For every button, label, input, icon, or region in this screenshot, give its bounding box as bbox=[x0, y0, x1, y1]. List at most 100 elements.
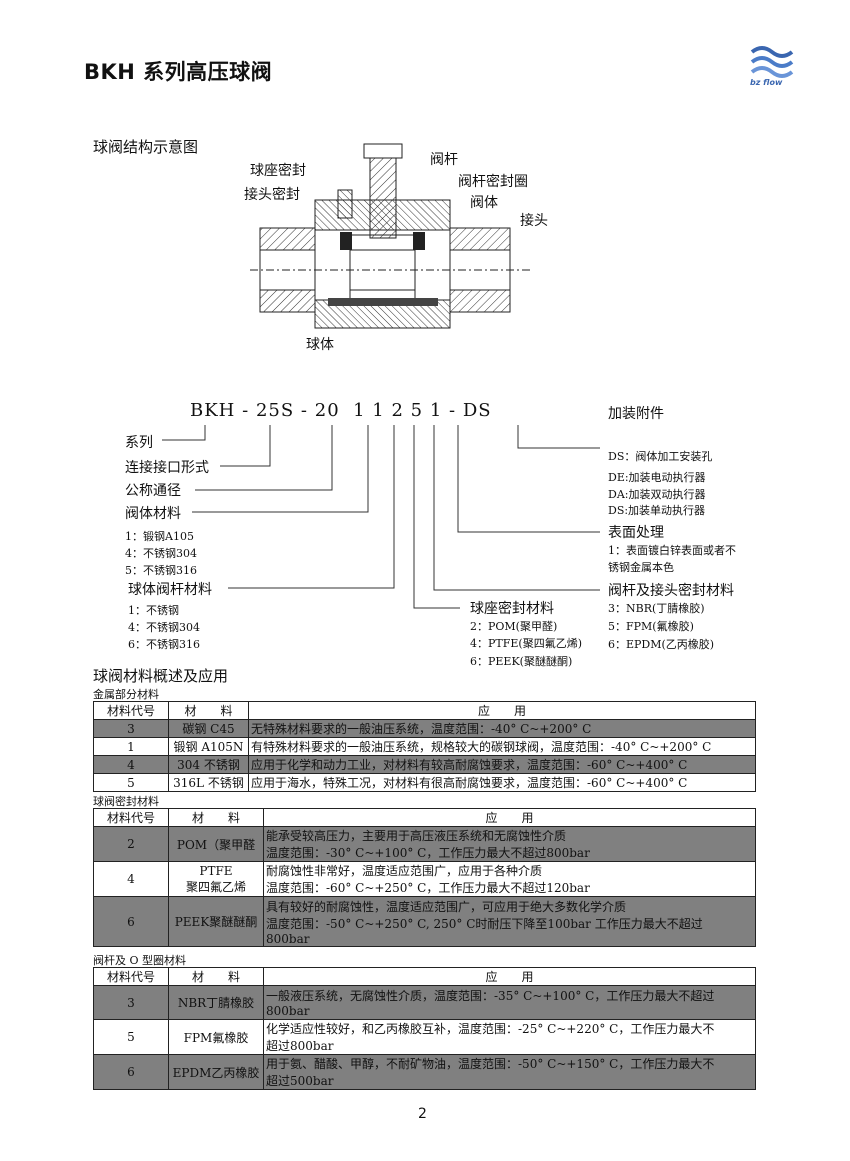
table-row: 5 316L 不锈钢 应用于海水，特殊工况，对材料有很高耐腐蚀要求，温度范围：-… bbox=[93, 773, 756, 792]
cell-material: EPDM乙丙橡胶 bbox=[168, 1054, 264, 1090]
app-line: 超过500bar bbox=[266, 1074, 334, 1088]
app-line: 耐腐蚀性非常好，温度适应范围广，应用于各种介质 bbox=[266, 864, 543, 878]
cell-application: 一般液压系统，无腐蚀性介质，温度范围：-35° C~+100° C，工作压力最大… bbox=[263, 985, 756, 1020]
code-part: 25S bbox=[255, 400, 295, 421]
header-material: 材 料 bbox=[168, 701, 249, 720]
label-body: 阀体 bbox=[470, 195, 498, 211]
code-part: 1 bbox=[353, 400, 366, 421]
cell-application: 有特殊材料要求的一般油压系统，规格较大的碳钢球阀，温度范围：-40° C~+20… bbox=[248, 737, 756, 756]
table-row: 3 碳钢 C45 无特殊材料要求的一般油压系统，温度范围：-40° C~+200… bbox=[93, 719, 756, 738]
cell-application: 化学适应性较好，和乙丙橡胶互补，温度范围：-25° C~+220° C，工作压力… bbox=[263, 1019, 756, 1055]
code-part: 5 bbox=[410, 400, 424, 421]
code-part: 20 bbox=[314, 400, 340, 421]
label-joint: 接头 bbox=[520, 213, 548, 229]
seat-materials-table: 材料代号 材 料 应 用 2 POM（聚甲醛 能承受较高压力，主要用于高压液压系… bbox=[93, 808, 756, 947]
cell-material: 316L 不锈钢 bbox=[168, 773, 249, 792]
accessory-option: DS：阀体加工安装孔 bbox=[608, 450, 713, 463]
app-line: 800bar bbox=[266, 931, 310, 946]
table-row: 2 POM（聚甲醛 能承受较高压力，主要用于高压液压系统和无腐蚀性介质 温度范围… bbox=[93, 826, 756, 862]
cell-code: 6 bbox=[93, 896, 169, 947]
cell-code: 3 bbox=[93, 985, 169, 1020]
table-row: 6 PEEK聚醚醚酮 具有较好的耐腐蚀性，温度适应范围广，可应用于绝大多数化学介… bbox=[93, 896, 756, 947]
seat-table-caption: 球阀密封材料 bbox=[93, 795, 159, 808]
cell-code: 3 bbox=[93, 719, 169, 738]
cell-code: 4 bbox=[93, 861, 169, 897]
cell-material: FPM氟橡胶 bbox=[168, 1019, 264, 1055]
label-stem-seal-ring: 阀杆密封圈 bbox=[458, 174, 528, 190]
cell-application: 无特殊材料要求的一般油压系统，温度范围：-40° C~+200° C bbox=[248, 719, 756, 738]
app-line: 温度范围：-50° C~+250° C, 250° C时耐压下降至100bar … bbox=[266, 916, 703, 931]
cell-code: 5 bbox=[93, 773, 169, 792]
table-row: 4 304 不锈钢 应用于化学和动力工业，对材料有较高耐腐蚀要求，温度范围：-6… bbox=[93, 755, 756, 774]
stem-seal-option: 3：NBR(丁腈橡胶) bbox=[608, 602, 705, 615]
app-line: 超过800bar bbox=[266, 1039, 334, 1053]
bzflow-logo bbox=[750, 46, 794, 78]
header-code: 材料代号 bbox=[93, 701, 169, 720]
cell-application: 具有较好的耐腐蚀性，温度适应范围广，可应用于绝大多数化学介质 温度范围：-50°… bbox=[263, 896, 756, 947]
cell-material: PTFE 聚四氟乙烯 bbox=[168, 861, 264, 897]
ball-stem-option: 1：不锈钢 bbox=[128, 604, 179, 617]
table-row: 3 NBR丁腈橡胶 一般液压系统，无腐蚀性介质，温度范围：-35° C~+100… bbox=[93, 985, 756, 1020]
table-row: 6 EPDM乙丙橡胶 用于氨、醋酸、甲醇，不耐矿物油，温度范围：-50° C~+… bbox=[93, 1054, 756, 1090]
table-row: 5 FPM氟橡胶 化学适应性较好，和乙丙橡胶互补，温度范围：-25° C~+22… bbox=[93, 1019, 756, 1055]
model-code: BKH - 25S - 20 1 1 2 5 1 - DS bbox=[190, 400, 492, 421]
code-part: 2 bbox=[391, 400, 404, 421]
label-seat-seal: 球座密封 bbox=[250, 163, 306, 179]
seat-option: 2：POM(聚甲醛) bbox=[470, 620, 558, 633]
ball-valve-cross-section bbox=[250, 143, 530, 329]
cell-application: 耐腐蚀性非常好，温度适应范围广，应用于各种介质 温度范围：-60° C~+250… bbox=[263, 861, 756, 897]
code-part: 1 bbox=[372, 400, 385, 421]
cell-application: 用于氨、醋酸、甲醇，不耐矿物油，温度范围：-50° C~+150° C，工作压力… bbox=[263, 1054, 756, 1090]
diagram-caption: 球阀结构示意图 bbox=[93, 138, 199, 156]
cell-code: 5 bbox=[93, 1019, 169, 1055]
label-surface: 表面处理 bbox=[608, 525, 664, 541]
page-number: 2 bbox=[418, 1106, 427, 1122]
surface-desc: 锈钢金属本色 bbox=[608, 561, 674, 574]
label-stem: 阀杆 bbox=[430, 152, 458, 168]
body-material-option: 5：不锈钢316 bbox=[125, 564, 197, 577]
cell-material: NBR丁腈橡胶 bbox=[168, 985, 264, 1020]
ball-stem-option: 6：不锈钢316 bbox=[128, 638, 200, 651]
accessory-option: DS:加装单动执行器 bbox=[608, 504, 706, 517]
app-line: 温度范围：-30° C~+100° C，工作压力最大不超过800bar bbox=[266, 846, 590, 860]
metal-materials-table: 材料代号 材 料 应 用 3 碳钢 C45 无特殊材料要求的一般油压系统，温度范… bbox=[93, 701, 756, 792]
overview-title: 球阀材料概述及应用 bbox=[93, 667, 229, 685]
material-line: 聚四氟乙烯 bbox=[185, 879, 246, 894]
accessory-option: DA:加装双动执行器 bbox=[608, 488, 706, 501]
code-part: - bbox=[449, 400, 457, 421]
body-material-option: 1：锻钢A105 bbox=[125, 530, 194, 543]
app-line: 具有较好的耐腐蚀性，温度适应范围广，可应用于绝大多数化学介质 bbox=[266, 899, 627, 914]
header-code: 材料代号 bbox=[93, 808, 169, 827]
oring-materials-table: 材料代号 材 料 应 用 3 NBR丁腈橡胶 一般液压系统，无腐蚀性介质，温度范… bbox=[93, 967, 756, 1090]
cell-application: 应用于化学和动力工业，对材料有较高耐腐蚀要求，温度范围：-60° C~+400°… bbox=[248, 755, 756, 774]
page-title: BKH 系列高压球阀 bbox=[84, 60, 273, 84]
header-application: 应 用 bbox=[263, 808, 756, 827]
app-line: 800bar bbox=[266, 1004, 310, 1018]
cell-material: 锻钢 A105N bbox=[168, 737, 249, 756]
seat-option: 6：PEEK(聚醚醚酮) bbox=[470, 655, 573, 668]
app-line: 温度范围：-60° C~+250° C，工作压力最大不超过120bar bbox=[266, 881, 590, 895]
table-row: 1 锻钢 A105N 有特殊材料要求的一般油压系统，规格较大的碳钢球阀，温度范围… bbox=[93, 737, 756, 756]
label-connection: 连接接口形式 bbox=[125, 460, 209, 476]
label-joint-seal: 接头密封 bbox=[244, 187, 300, 203]
label-series: 系列 bbox=[125, 435, 153, 451]
label-ball-stem-material: 球体阀杆材料 bbox=[128, 582, 212, 598]
label-stem-seal-material: 阀杆及接头密封材料 bbox=[608, 583, 734, 599]
logo-text: bz flow bbox=[750, 78, 783, 87]
cell-application: 应用于海水，特殊工况，对材料有很高耐腐蚀要求，温度范围：-60° C~+400°… bbox=[248, 773, 756, 792]
code-part: DS bbox=[462, 400, 492, 421]
oring-table-caption: 阀杆及 O 型圈材料 bbox=[93, 954, 187, 967]
cell-material: POM（聚甲醛 bbox=[168, 826, 264, 862]
header-code: 材料代号 bbox=[93, 967, 169, 986]
body-material-option: 4：不锈钢304 bbox=[125, 547, 197, 560]
cell-material: 碳钢 C45 bbox=[168, 719, 249, 738]
app-line: 能承受较高压力，主要用于高压液压系统和无腐蚀性介质 bbox=[266, 829, 567, 843]
metal-table-caption: 金属部分材料 bbox=[93, 688, 159, 701]
code-part: BKH bbox=[190, 400, 236, 421]
code-part: 1 bbox=[429, 400, 443, 421]
stem-seal-option: 5：FPM(氟橡胶) bbox=[608, 620, 694, 633]
label-seat-material: 球座密封材料 bbox=[470, 601, 554, 617]
app-line: 一般液压系统，无腐蚀性介质，温度范围：-35° C~+100° C，工作压力最大… bbox=[266, 989, 715, 1003]
header-material: 材 料 bbox=[168, 967, 264, 986]
